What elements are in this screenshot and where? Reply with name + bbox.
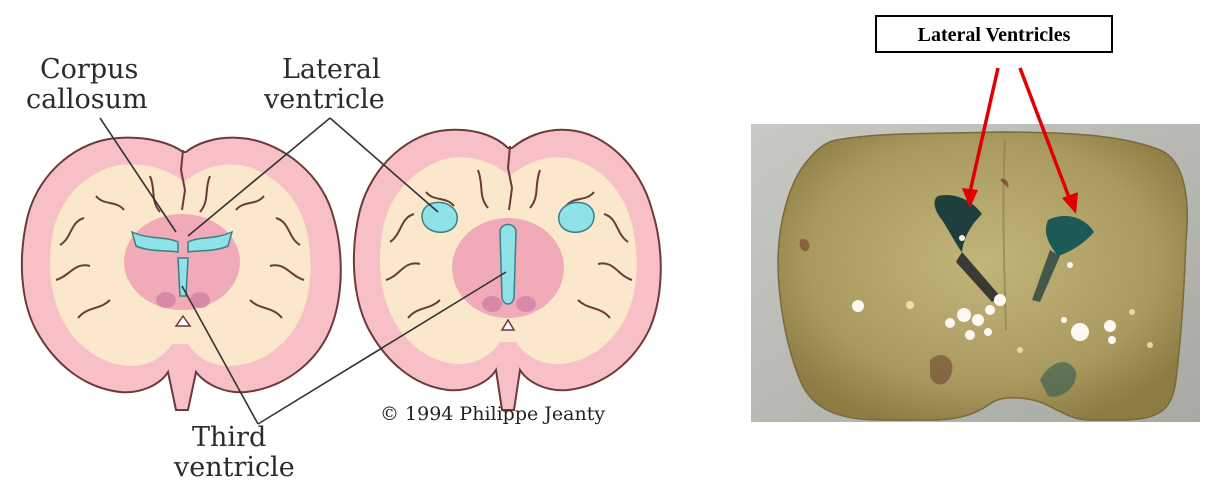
- third-ventricle-label-line2: ventricle: [173, 452, 295, 483]
- lateral-ventricle-label-line1: Lateral: [282, 54, 381, 85]
- third-ventricle-label-line1: Third: [192, 422, 266, 453]
- coronal-brain-diagram: Corpus callosum Lateral ventricle Third …: [22, 54, 661, 483]
- brain-section-2: [354, 130, 661, 410]
- copyright-text: © 1994 Philippe Jeanty: [380, 403, 605, 425]
- brain-section-1: [22, 138, 341, 410]
- corpus-callosum-label-line1: Corpus: [40, 54, 138, 85]
- brain-slice-photo: Lateral Ventricles: [751, 16, 1200, 422]
- lateral-ventricles-banner-text: Lateral Ventricles: [918, 24, 1071, 46]
- lateral-ventricle-label-line2: ventricle: [263, 84, 385, 115]
- corpus-callosum-label-line2: callosum: [26, 84, 148, 115]
